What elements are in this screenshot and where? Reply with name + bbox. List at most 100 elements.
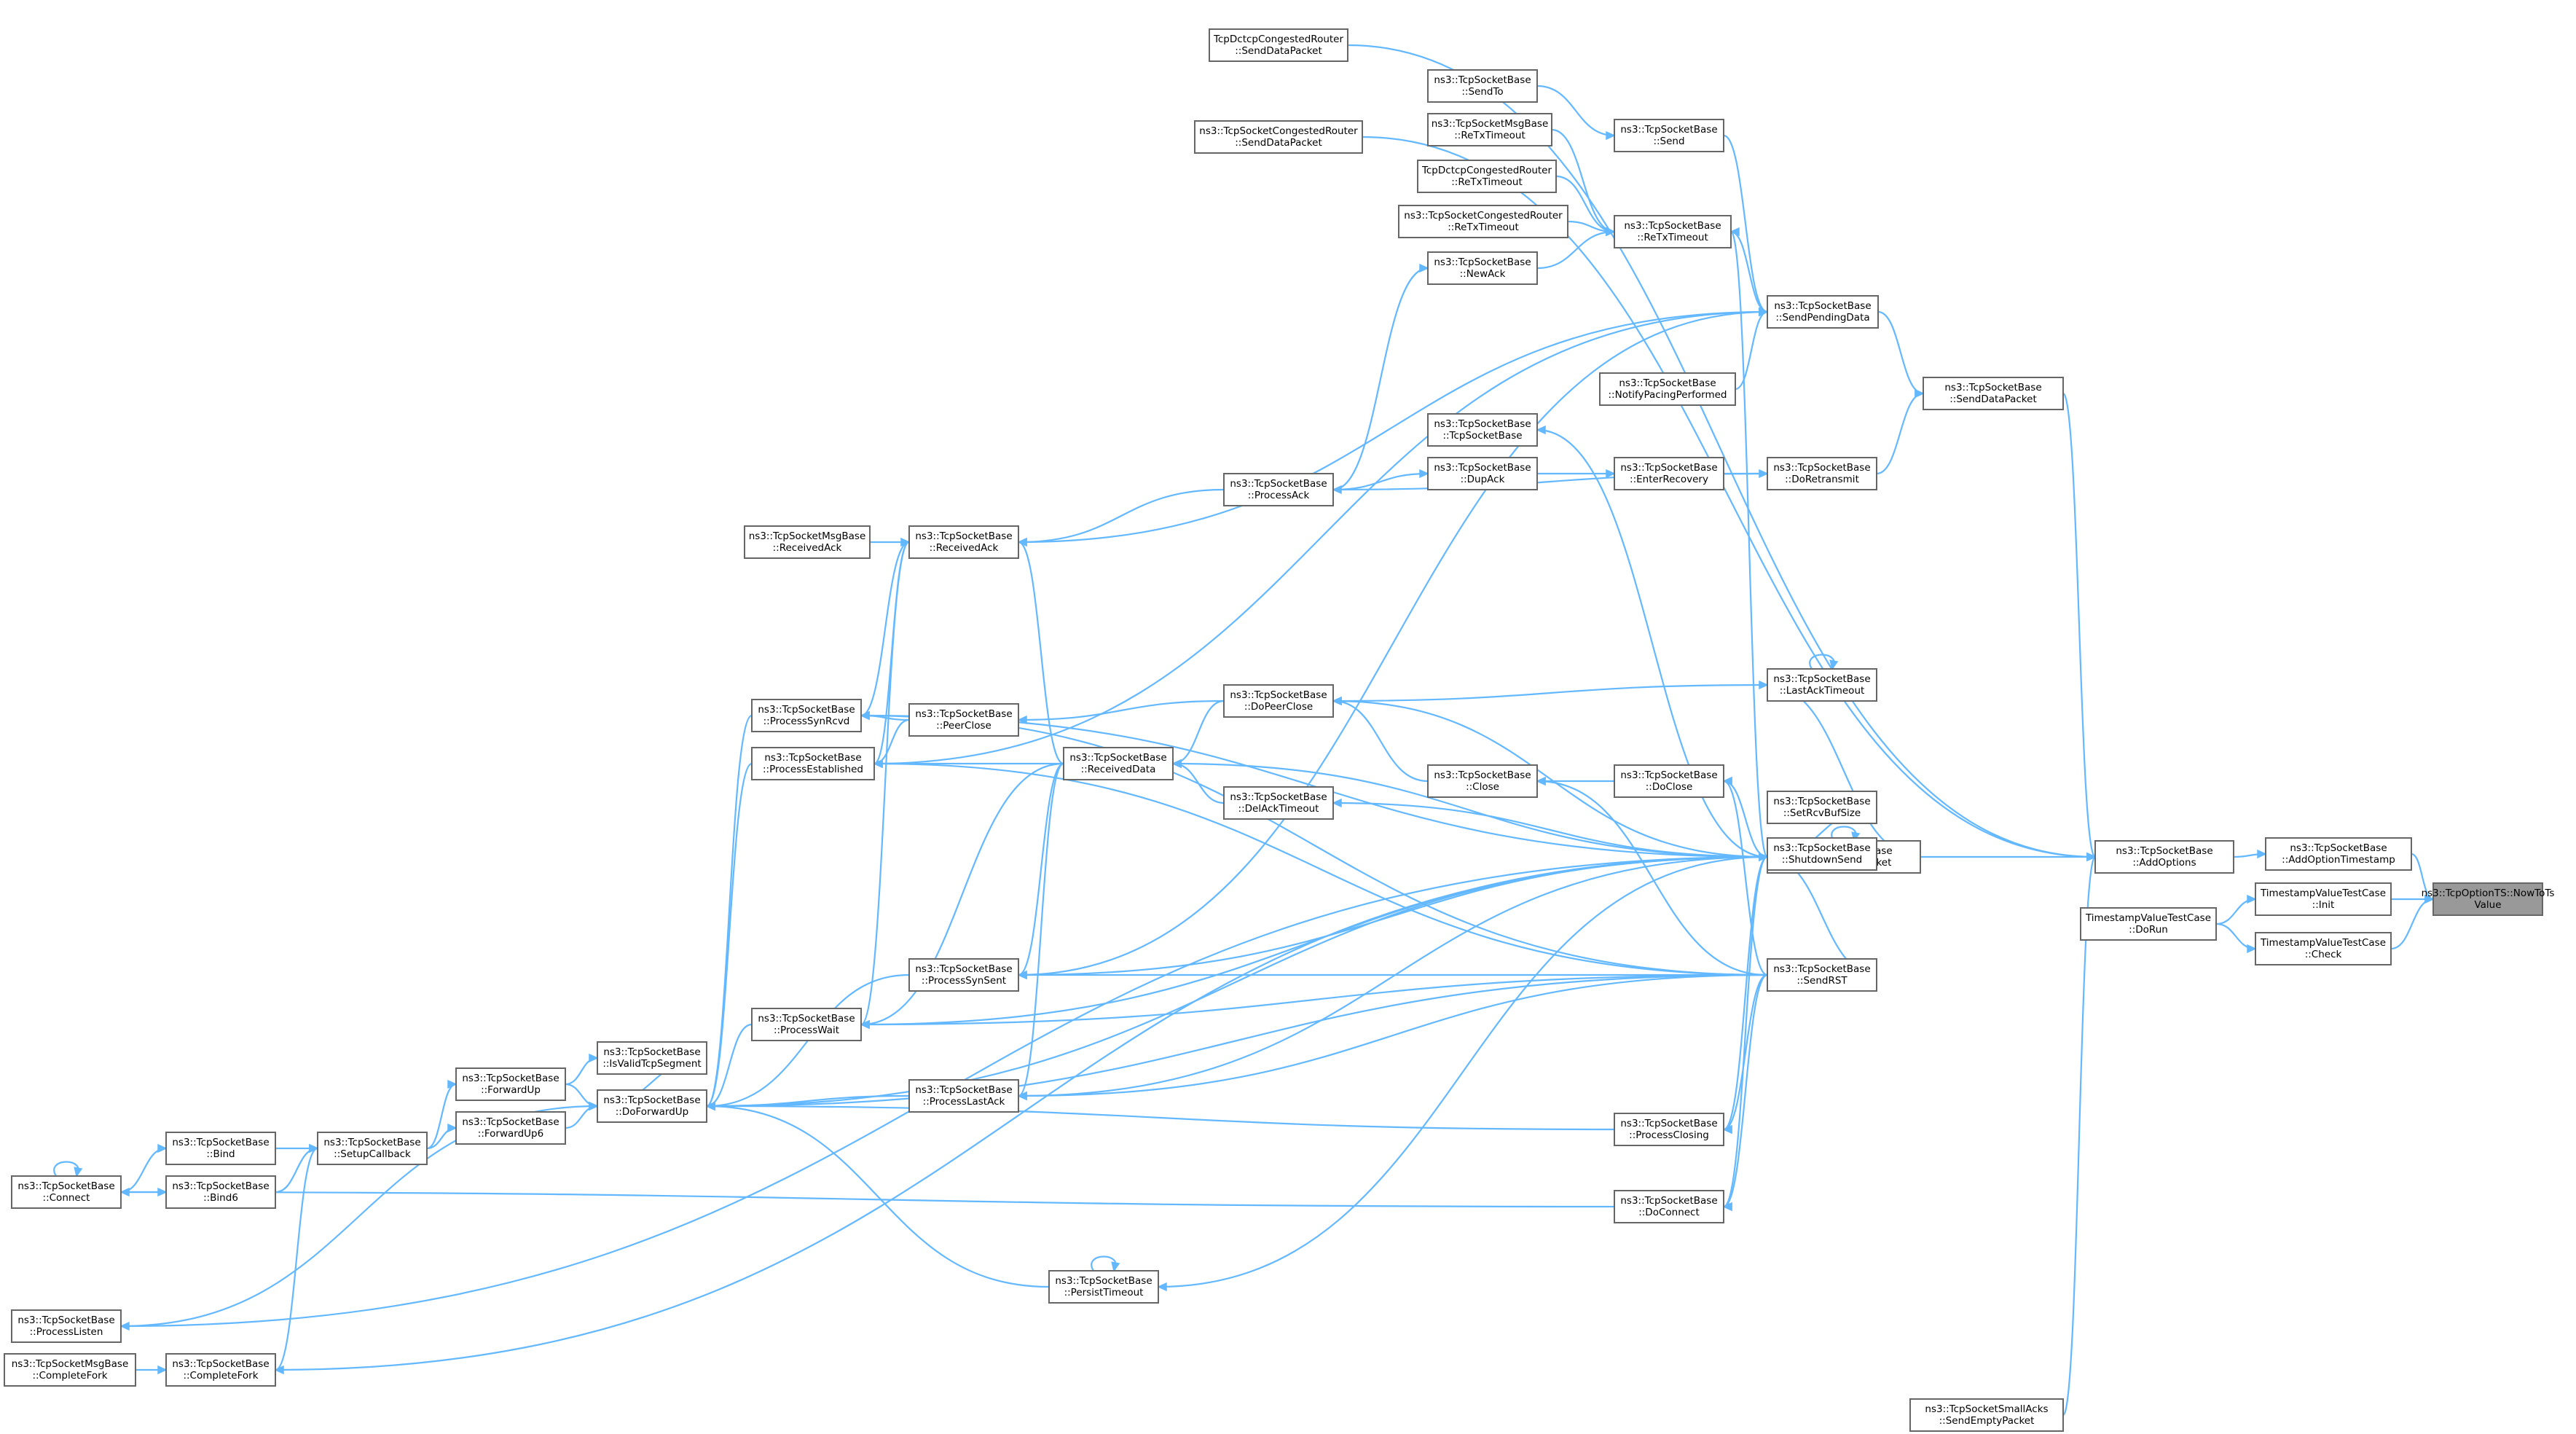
edge-sendrst-to-processest <box>873 762 1768 976</box>
node-dupack[interactable]: ns3::TcpSocketBase::DupAck <box>1427 457 1538 490</box>
edge-sendempty-to-processsynsent <box>1018 855 1768 976</box>
edge-recvdata-to-processlastack <box>1018 762 1064 1097</box>
node-label-line: ::SendPendingData <box>1775 312 1869 324</box>
node-box <box>455 1111 566 1145</box>
node-box <box>1194 120 1363 154</box>
node-processclosing[interactable]: ns3::TcpSocketBase::ProcessClosing <box>1614 1113 1724 1146</box>
node-label-line: ns3::TcpSocketBase <box>603 1094 700 1106</box>
edge-arrowhead <box>157 1143 168 1153</box>
node-recvack[interactable]: ns3::TcpSocketBase::ReceivedAck <box>908 525 1019 559</box>
node-processsynrcvd[interactable]: ns3::TcpSocketBase::ProcessSynRcvd <box>751 699 862 732</box>
node-box <box>1614 215 1732 248</box>
edge-connect-to-bind <box>120 1147 167 1194</box>
node-forwardup6[interactable]: ns3::TcpSocketBase::ForwardUp6 <box>455 1111 566 1145</box>
edge-sendrst-to-close <box>1536 780 1768 976</box>
node-doclose[interactable]: ns3::TcpSocketBase::DoClose <box>1614 764 1724 798</box>
node-sendto[interactable]: ns3::TcpSocketBase::SendTo <box>1427 69 1538 103</box>
node-box <box>1614 1113 1724 1146</box>
node-bind[interactable]: ns3::TcpSocketBase::Bind <box>165 1132 276 1165</box>
node-persist[interactable]: ns3::TcpSocketBase::PersistTimeout <box>1048 1270 1159 1304</box>
node-box <box>1427 113 1552 146</box>
node-lastacktimeout[interactable]: ns3::TcpSocketBase::LastAckTimeout <box>1767 668 1877 702</box>
node-cong_send[interactable]: ns3::TcpSocketCongestedRouter::SendDataP… <box>1194 120 1363 154</box>
node-delack[interactable]: ns3::TcpSocketBase::DelAckTimeout <box>1223 786 1334 820</box>
node-msg_recvack[interactable]: ns3::TcpSocketMsgBase::ReceivedAck <box>744 525 871 559</box>
node-addoptions[interactable]: ns3::TcpSocketBase::AddOptions <box>2094 840 2234 874</box>
node-label-line: ::TcpSocketBase <box>1442 430 1522 442</box>
edge-dopeerclose-to-peerclose <box>1018 700 1225 721</box>
edge-sendempty-to-doforwardup <box>706 855 1768 1108</box>
node-recvdata[interactable]: ns3::TcpSocketBase::ReceivedData <box>1063 747 1174 780</box>
node-dopeerclose[interactable]: ns3::TcpSocketBase::DoPeerClose <box>1223 684 1334 718</box>
node-label-line: ::DupAck <box>1461 474 1505 485</box>
node-processsynsent[interactable]: ns3::TcpSocketBase::ProcessSynSent <box>908 958 1019 992</box>
node-label-line: ns3::TcpSocketBase <box>758 1013 855 1024</box>
node-send[interactable]: ns3::TcpSocketBase::Send <box>1614 119 1724 152</box>
node-processlastack[interactable]: ns3::TcpSocketBase::ProcessLastAck <box>908 1079 1019 1113</box>
edge-arrowhead <box>860 710 870 721</box>
node-box <box>1398 205 1568 238</box>
node-isvalid[interactable]: ns3::TcpSocketBase::IsValidTcpSegment <box>597 1041 707 1075</box>
node-cong_retx[interactable]: ns3::TcpSocketCongestedRouter::ReTxTimeo… <box>1398 205 1568 238</box>
node-setrcvbuf[interactable]: ns3::TcpSocketBase::SetRcvBufSize <box>1767 791 1877 824</box>
node-label-line: ::Connect <box>43 1192 90 1204</box>
node-processack[interactable]: ns3::TcpSocketBase::ProcessAck <box>1223 473 1334 506</box>
node-label-line: ns3::TcpSocketBase <box>915 1084 1012 1096</box>
edge-completefork-to-setupcb <box>275 1147 318 1371</box>
node-box <box>165 1353 276 1387</box>
node-peerclose[interactable]: ns3::TcpSocketBase::PeerClose <box>908 703 1019 737</box>
edge-tv_check-to-root <box>2390 898 2434 950</box>
node-notifypacing[interactable]: ns3::TcpSocketBase::NotifyPacingPerforme… <box>1599 372 1736 406</box>
node-label-line: ns3::TcpOptionTS::NowToTs <box>2422 888 2555 899</box>
node-connect[interactable]: ns3::TcpSocketBase::Connect <box>11 1175 122 1209</box>
node-box <box>1614 764 1724 798</box>
node-doretx[interactable]: ns3::TcpSocketBase::DoRetransmit <box>1767 457 1877 490</box>
node-close[interactable]: ns3::TcpSocketBase::Close <box>1427 764 1538 798</box>
node-shutdownsend[interactable]: ns3::TcpSocketBase::ShutdownSend <box>1767 837 1877 871</box>
node-tv_dorun[interactable]: TimestampValueTestCase::DoRun <box>2080 907 2217 941</box>
node-tv_init[interactable]: TimestampValueTestCase::Init <box>2255 882 2392 916</box>
node-dctcp_send[interactable]: TcpDctcpCongestedRouter::SendDataPacket <box>1209 28 1348 62</box>
node-senddata[interactable]: ns3::TcpSocketBase::SendDataPacket <box>1923 377 2064 410</box>
node-label-line: ::Check <box>2305 949 2342 960</box>
edge-persist-to-doforwardup <box>706 1105 1050 1288</box>
node-processlisten[interactable]: ns3::TcpSocketBase::ProcessListen <box>11 1309 122 1343</box>
node-enterrec[interactable]: ns3::TcpSocketBase::EnterRecovery <box>1614 457 1724 490</box>
node-doforwardup[interactable]: ns3::TcpSocketBase::DoForwardUp <box>597 1089 707 1123</box>
edge-sendrst-to-sendempty <box>1767 855 1877 976</box>
edge-sendrst-to-processclosing <box>1723 973 1768 1131</box>
node-newack[interactable]: ns3::TcpSocketBase::NewAck <box>1427 251 1538 285</box>
node-tv_check[interactable]: TimestampValueTestCase::Check <box>2255 932 2392 965</box>
node-box <box>1427 764 1538 798</box>
node-processest[interactable]: ns3::TcpSocketBase::ProcessEstablished <box>751 747 875 780</box>
node-label-line: ::ReceivedAck <box>773 542 842 554</box>
node-setupcb[interactable]: ns3::TcpSocketBase::SetupCallback <box>317 1132 428 1165</box>
node-dctcp_retx[interactable]: TcpDctcpCongestedRouter::ReTxTimeout <box>1417 160 1557 193</box>
node-addopt_ts[interactable]: ns3::TcpSocketBase::AddOptionTimestamp <box>2265 837 2412 871</box>
edge-processack-to-recvack <box>1018 488 1225 544</box>
edge-arrowhead <box>1332 696 1342 706</box>
node-retx[interactable]: ns3::TcpSocketBase::ReTxTimeout <box>1614 215 1732 248</box>
node-sendrst[interactable]: ns3::TcpSocketBase::SendRST <box>1767 958 1877 992</box>
node-bind6[interactable]: ns3::TcpSocketBase::Bind6 <box>165 1175 276 1209</box>
node-label-line: ::ProcessWait <box>774 1024 839 1036</box>
edge-arrowhead <box>1722 1202 1732 1212</box>
node-label-line: ns3::TcpSocketBase <box>1774 300 1871 312</box>
edge-arrowhead <box>1157 1282 1167 1292</box>
node-label-line: ns3::TcpSocketBase <box>764 752 861 764</box>
node-smallacks[interactable]: ns3::TcpSocketSmallAcks::SendEmptyPacket <box>1909 1398 2064 1432</box>
node-label-line: ::Bind6 <box>203 1192 238 1204</box>
node-completefork[interactable]: ns3::TcpSocketBase::CompleteFork <box>165 1353 276 1387</box>
node-sendpending[interactable]: ns3::TcpSocketBase::SendPendingData <box>1767 295 1879 329</box>
node-msg_completefork[interactable]: ns3::TcpSocketMsgBase::CompleteFork <box>4 1353 136 1387</box>
node-msg_retx[interactable]: ns3::TcpSocketMsgBase::ReTxTimeout <box>1427 113 1552 146</box>
edge-arrowhead <box>447 1079 458 1089</box>
node-tcpsb[interactable]: ns3::TcpSocketBase::TcpSocketBase <box>1427 413 1538 447</box>
node-label-line: ::ProcessSynRcvd <box>763 716 850 727</box>
node-label-line: ::ProcessListen <box>30 1326 103 1338</box>
node-forwardup[interactable]: ns3::TcpSocketBase::ForwardUp <box>455 1067 566 1101</box>
node-processwait[interactable]: ns3::TcpSocketBase::ProcessWait <box>751 1008 862 1041</box>
node-label-line: ns3::TcpSocketBase <box>1620 462 1717 474</box>
node-doconnect[interactable]: ns3::TcpSocketBase::DoConnect <box>1614 1190 1724 1223</box>
